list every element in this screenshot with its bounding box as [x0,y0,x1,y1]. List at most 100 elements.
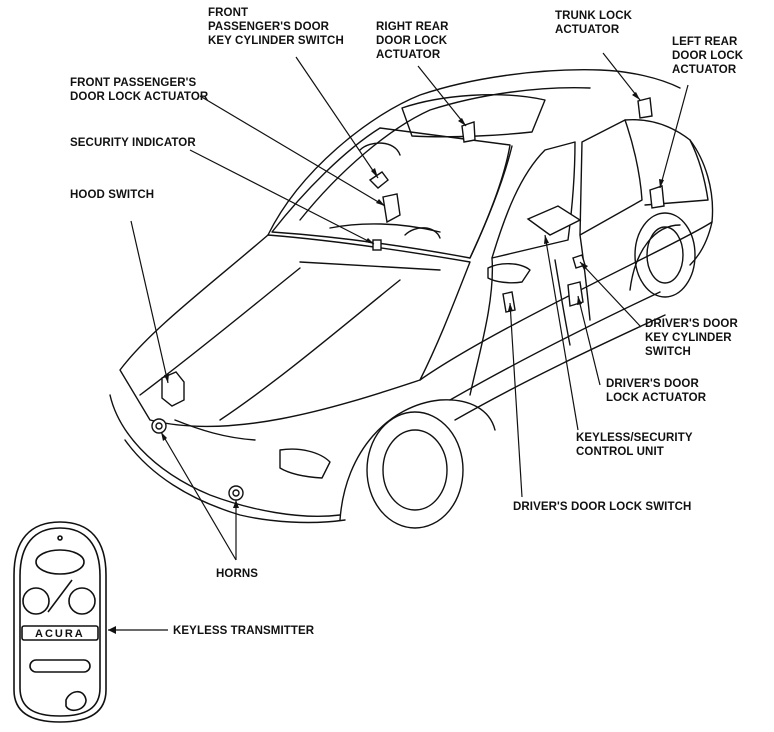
rear-wheel-rim [646,226,684,284]
trunk-actuator-part [637,97,653,119]
label-line: KEYLESS TRANSMITTER [173,625,315,637]
arrowhead-trunk-actuator [632,92,640,100]
transmitter-top-button [35,549,85,575]
leader-driver-lock-switch [509,302,523,498]
arrowhead-driver-lock-switch [508,303,513,311]
label-line: PASSENGER'S DOOR [208,21,330,33]
arrowhead-security-indicator [365,238,374,244]
arrowhead-driver-actuator [577,296,582,305]
leader-driver-key-switch [579,261,642,328]
leader-right-rear-actuator [417,65,467,127]
label-line: KEY CYLINDER [645,332,732,344]
label-line: HORNS [216,568,259,580]
leader-left-rear-actuator [659,84,689,189]
rear-door-window [579,119,643,236]
label-driver-lock-switch: DRIVER'S DOOR LOCK SWITCH [513,500,691,514]
transmitter-key-ring [65,690,87,712]
label-line: CONTROL UNIT [576,446,664,458]
rear-wheel-arch [629,224,681,291]
label-line: HOOD SWITCH [70,189,155,201]
security-indicator-part [372,239,382,251]
front-lower [124,439,346,524]
label-line: DOOR LOCK [376,35,448,47]
label-line: ACTUATOR [672,64,737,76]
headlight [279,448,331,479]
leader-horns-left [160,431,237,561]
arrowhead-horn-left [161,432,167,441]
arrowhead-control-unit [544,235,549,244]
rear-door-seam [579,234,591,321]
leader-driver-actuator [577,295,601,386]
label-line: FRONT PASSENGER'S [70,77,197,89]
side-mirror [487,263,531,284]
front-passenger-actuator-part [382,193,401,224]
grille [174,419,256,441]
arrowhead-keyless-transmitter [108,626,116,634]
leader-front-passenger-key-switch [295,56,379,179]
leader-trunk-actuator [602,52,641,101]
label-line: KEY CYLINDER SWITCH [208,35,344,47]
front-wheel-rim [382,429,448,511]
transmitter-bottom-slot [29,659,91,673]
arrowhead-left-rear-actuator [659,179,664,188]
label-line: ACTUATOR [555,24,620,36]
windshield-wiper [299,261,441,271]
front-bumper [109,394,341,517]
front-door-seam [469,257,494,396]
arrowhead-horn-right [233,500,239,508]
label-keyless-control-unit: KEYLESS/SECURITY CONTROL UNIT [576,431,693,459]
label-front-passenger-lock-actuator: FRONT PASSENGER'S DOOR LOCK ACTUATOR [70,76,208,104]
door-divider [554,259,571,346]
front-wheel [366,411,464,529]
transmitter-inner [19,527,101,717]
steering-hint [404,227,441,239]
label-horns: HORNS [216,567,258,581]
car-roof-outline [267,69,681,236]
leader-hood-switch [130,220,169,384]
transmitter-brand: ACURA [35,628,85,640]
driver-lock-switch-part [502,291,516,313]
side-body-sill [449,291,661,401]
label-line: ACTUATOR [376,49,441,61]
arrowhead-front-passenger-key-switch [371,168,378,178]
car-roof-inner [299,87,591,221]
side-body-upper [419,221,713,381]
hood-outline [119,234,471,428]
transmitter-right-button [68,587,96,615]
hood-crease [139,267,301,396]
label-line: DRIVER'S DOOR LOCK SWITCH [513,501,692,513]
label-line: KEYLESS/SECURITY [576,432,693,444]
label-line: DOOR LOCK ACTUATOR [70,91,209,103]
transmitter-outline [13,521,107,723]
arrowhead-hood-switch [164,374,169,383]
label-security-indicator: SECURITY INDICATOR [70,136,196,150]
label-line: DRIVER'S DOOR [645,318,738,330]
control-unit-part [526,205,582,236]
front-door-window [491,141,576,259]
arrowhead-right-rear-actuator [458,118,466,126]
transmitter-divider-line [47,579,73,613]
label-line: SECURITY INDICATOR [70,137,196,149]
label-line: DRIVER'S DOOR [606,378,699,390]
label-driver-lock-actuator: DRIVER'S DOOR LOCK ACTUATOR [606,377,706,405]
transmitter-led [57,535,63,541]
label-line: LOCK ACTUATOR [606,392,707,404]
transmitter-left-button [22,587,50,615]
label-hood-switch: HOOD SWITCH [70,188,154,202]
seat-hint [359,142,401,156]
rear-wheel [634,212,696,298]
front-wheel-arch [339,399,496,521]
label-keyless-transmitter: KEYLESS TRANSMITTER [173,624,314,638]
horn-right-inner [232,489,240,497]
leader-front-passenger-actuator [199,95,386,207]
label-line: LEFT REAR [672,36,738,48]
arrowhead-driver-key-switch [580,262,588,270]
hood-crease-2 [219,279,401,421]
